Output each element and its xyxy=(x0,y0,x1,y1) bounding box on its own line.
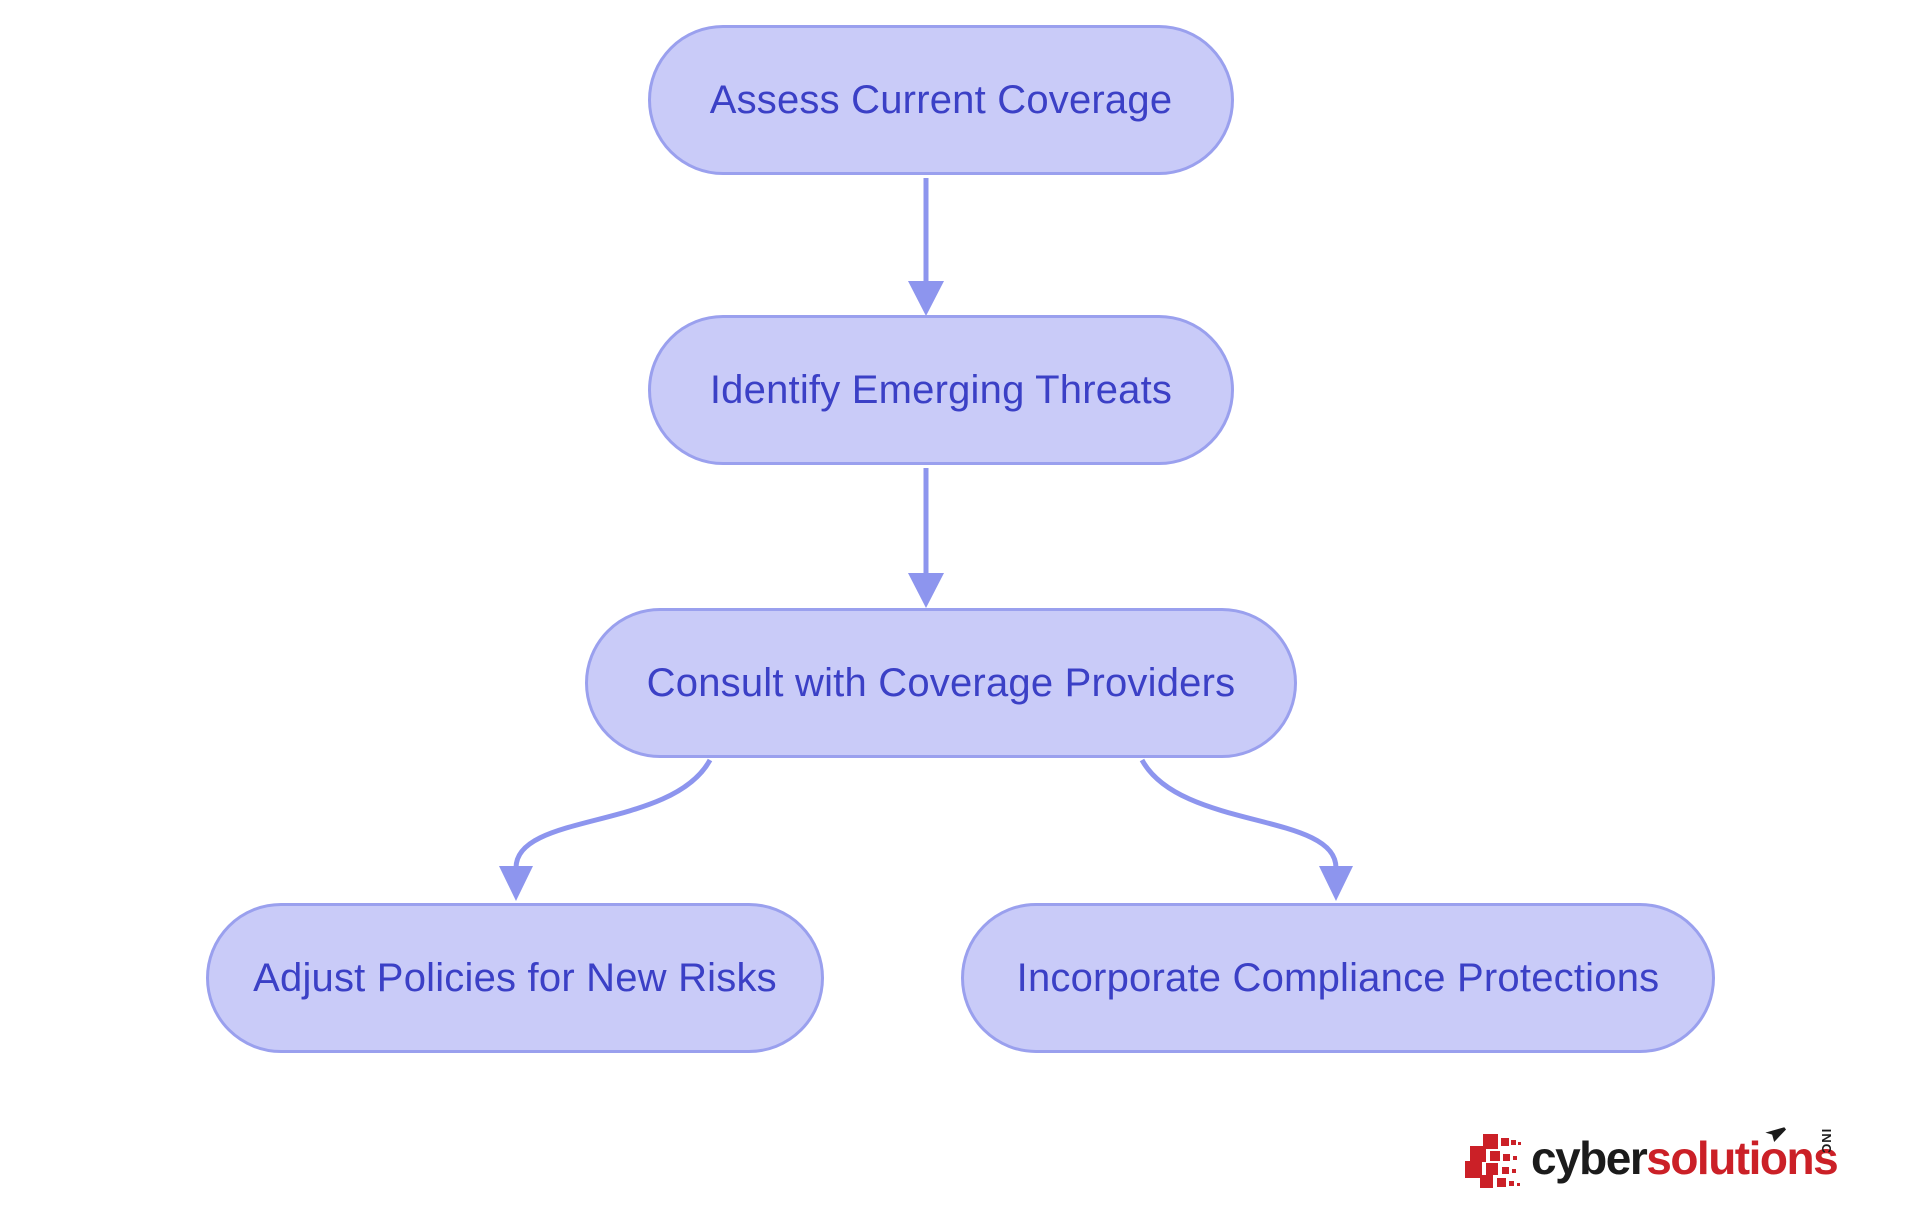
node-incorporate-compliance-protections: Incorporate Compliance Protections xyxy=(961,903,1715,1053)
node-assess-current-coverage: Assess Current Coverage xyxy=(648,25,1234,175)
node-label: Identify Emerging Threats xyxy=(709,367,1173,412)
cybersolutions-logo: cybersolutions INC xyxy=(1465,1126,1885,1196)
node-label: Adjust Policies for New Risks xyxy=(253,955,777,1000)
node-consult-with-coverage-providers: Consult with Coverage Providers xyxy=(585,608,1297,758)
logo-pixel-arrow-icon xyxy=(1465,1134,1521,1188)
arrow-assess-to-identify xyxy=(908,178,944,316)
arrow-consult-to-adjust xyxy=(499,758,713,901)
node-label: Incorporate Compliance Protections xyxy=(1016,955,1660,1000)
logo-word-cyber: cyber xyxy=(1531,1132,1648,1184)
logo-wordmark: cybersolutions INC xyxy=(1531,1126,1839,1190)
cursor-arrow-icon xyxy=(1765,1127,1787,1142)
node-label: Assess Current Coverage xyxy=(709,77,1173,122)
node-identify-emerging-threats: Identify Emerging Threats xyxy=(648,315,1234,465)
arrow-consult-to-incorporate xyxy=(1139,758,1353,901)
arrow-identify-to-consult xyxy=(908,468,944,608)
logo-inc-suffix: INC xyxy=(1819,1128,1835,1155)
node-adjust-policies-for-new-risks: Adjust Policies for New Risks xyxy=(206,903,824,1053)
node-label: Consult with Coverage Providers xyxy=(646,660,1236,705)
logo-word-solutions: solutions xyxy=(1646,1132,1838,1184)
